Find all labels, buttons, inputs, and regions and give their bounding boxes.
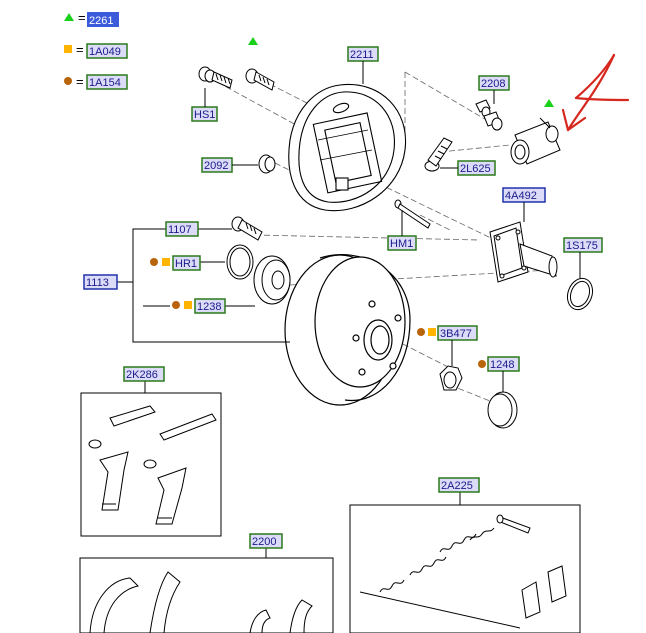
orange-square-icon <box>428 328 436 336</box>
brown-circle-icon <box>417 328 425 336</box>
label-1113[interactable]: 1113 <box>83 274 118 290</box>
label-1107[interactable]: 1107 <box>165 221 199 237</box>
label-1248[interactable]: 1248 <box>478 356 520 372</box>
wheel-bearing <box>253 255 291 305</box>
brown-circle-icon <box>64 77 72 85</box>
svg-text:2L625: 2L625 <box>460 163 491 175</box>
svg-text:2K286: 2K286 <box>126 369 158 381</box>
label-4a492[interactable]: 4A492 <box>502 187 546 203</box>
svg-text:3B477: 3B477 <box>440 328 472 340</box>
svg-text:1S175: 1S175 <box>566 240 598 252</box>
svg-text:HR1: HR1 <box>175 258 197 270</box>
label-2k286[interactable]: 2K286 <box>123 366 165 382</box>
svg-text:1238: 1238 <box>197 301 221 313</box>
label-2211[interactable]: 2211 <box>347 46 379 62</box>
legend-code-1a049[interactable]: 1A049 <box>89 46 121 58</box>
label-3b477[interactable]: 3B477 <box>417 325 478 341</box>
svg-text:HM1: HM1 <box>390 238 413 250</box>
svg-text:1113: 1113 <box>86 277 109 289</box>
brown-circle-icon <box>172 301 180 309</box>
annotation-arrow <box>561 53 630 132</box>
label-2200[interactable]: 2200 <box>249 533 283 549</box>
label-2a225[interactable]: 2A225 <box>438 477 480 493</box>
orange-square-icon <box>64 45 72 53</box>
svg-text:=: = <box>76 74 84 89</box>
label-1238[interactable]: 1238 <box>172 298 226 314</box>
group-bracket <box>117 228 290 343</box>
wheel-cylinder-fittings <box>475 99 503 131</box>
orange-square-icon <box>184 301 192 309</box>
svg-text:4A492: 4A492 <box>505 190 537 202</box>
brown-circle-icon <box>150 258 158 266</box>
brown-circle-icon <box>478 360 486 368</box>
brake-drum <box>284 254 411 406</box>
grease-cap <box>487 391 518 429</box>
svg-text:=: = <box>76 42 84 57</box>
kit-box-2200 <box>79 548 334 633</box>
label-hs1[interactable]: HS1 <box>191 106 218 122</box>
seal-ring <box>226 244 254 280</box>
svg-text:1248: 1248 <box>490 359 514 371</box>
kit-box-2k286 <box>80 380 222 537</box>
svg-text:2092: 2092 <box>204 160 228 172</box>
legend-1a154-box[interactable] <box>86 74 128 90</box>
green-triangle-icon <box>64 13 74 21</box>
hold-down-bolt <box>198 66 233 89</box>
svg-text:HS1: HS1 <box>194 109 215 121</box>
legend: = 2261 = 1A049 = 1A154 <box>64 10 128 90</box>
legend-2261-selection[interactable] <box>87 12 119 27</box>
svg-text:=: = <box>78 10 86 25</box>
label-2092[interactable]: 2092 <box>201 157 233 173</box>
label-hr1[interactable]: HR1 <box>150 255 201 271</box>
svg-text:2200: 2200 <box>252 536 276 548</box>
wheel-cylinder <box>510 117 561 165</box>
wheel-cylinder-bolt <box>245 68 275 91</box>
kit-box-2a225 <box>349 492 581 633</box>
backing-plate <box>288 83 407 212</box>
hub-bolt <box>231 216 263 241</box>
green-triangle-icon <box>544 99 554 107</box>
hold-down-pin <box>394 199 431 229</box>
legend-code-1a154[interactable]: 1A154 <box>89 77 121 89</box>
svg-text:1107: 1107 <box>168 224 192 236</box>
label-2208[interactable]: 2208 <box>478 75 510 91</box>
spindle <box>489 221 558 283</box>
hub-nut <box>439 365 463 391</box>
label-2l625[interactable]: 2L625 <box>457 160 496 176</box>
spindle-seal <box>566 277 594 311</box>
svg-text:2211: 2211 <box>350 49 374 61</box>
grommet <box>258 154 276 174</box>
label-1s175[interactable]: 1S175 <box>563 237 603 253</box>
green-triangle-icon <box>248 37 258 45</box>
svg-text:2A225: 2A225 <box>441 480 473 492</box>
label-hm1[interactable]: HM1 <box>387 235 417 251</box>
bleed-screw <box>424 137 453 172</box>
legend-code-2261[interactable]: 2261 <box>89 15 113 27</box>
legend-1a049-box[interactable] <box>86 43 128 59</box>
orange-square-icon <box>162 258 170 266</box>
svg-text:2208: 2208 <box>481 78 505 90</box>
